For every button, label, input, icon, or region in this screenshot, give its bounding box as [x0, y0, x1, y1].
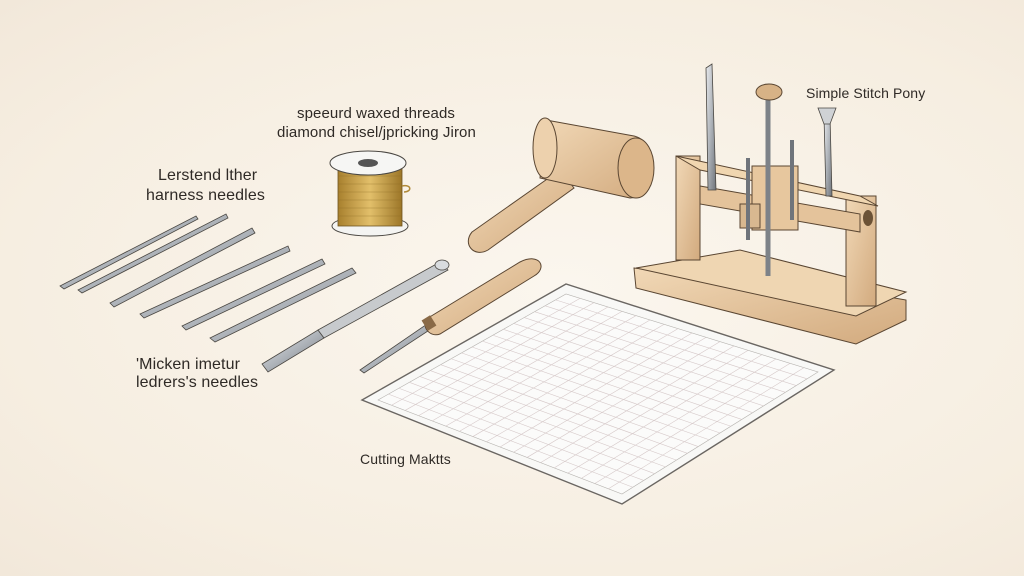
- leather-label-line1: 'Micken imetur: [136, 356, 241, 373]
- mat-grid-line: [555, 299, 808, 380]
- needle-icon: [109, 227, 256, 308]
- leather-needles-label: 'Micken imetur ledrers's needles: [136, 356, 258, 392]
- thread-label-line2: diamond chisel/jpricking Jiron: [277, 124, 476, 141]
- needle-icon: [139, 245, 291, 319]
- needle-icon: [77, 213, 229, 294]
- needle-icon: [181, 258, 326, 331]
- chisel-icon: [261, 259, 450, 373]
- cutting-mat-icon: [360, 283, 836, 505]
- needle-icon: [59, 215, 199, 290]
- stitching-pony-icon: [633, 63, 908, 345]
- thread-spool-icon: [329, 150, 411, 237]
- thread-label-line1: speeurd waxed threads: [297, 105, 456, 122]
- mat-grid-line: [581, 358, 777, 479]
- awl-icon: [359, 258, 542, 374]
- mat-label: Cutting Maktts: [360, 451, 451, 467]
- thread-chisel-label: speeurd waxed threads diamond chisel/jpr…: [277, 104, 476, 142]
- needle-icon: [209, 267, 357, 343]
- mat-grid-line: [608, 367, 805, 490]
- harness-needles-label: Lerstend lther harness needles: [146, 166, 265, 206]
- leather-label-line2: ledrers's needles: [136, 374, 259, 391]
- mat-grid-line: [594, 363, 791, 484]
- harness-label-line2: harness needles: [146, 187, 265, 204]
- harness-label-line1: Lerstend lther: [158, 167, 258, 184]
- harness-needles: [59, 213, 357, 343]
- mat-grid-line: [545, 305, 797, 386]
- cutting-mat-label: Cutting Maktts: [360, 450, 451, 469]
- mallet-icon: [467, 117, 655, 253]
- pony-label: Simple Stitch Pony: [806, 85, 926, 101]
- stitch-pony-label: Simple Stitch Pony: [806, 84, 925, 103]
